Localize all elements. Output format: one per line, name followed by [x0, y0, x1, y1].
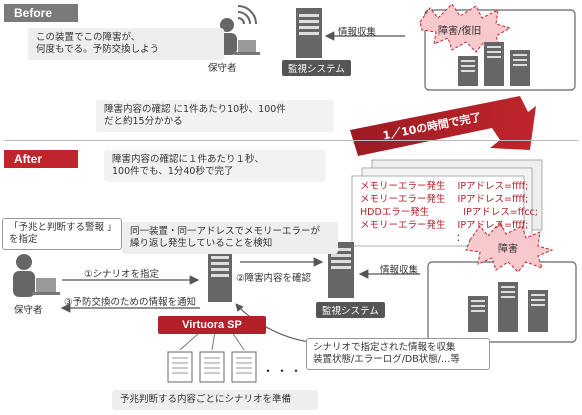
- before-time-line2: だと約15分かかる: [104, 116, 183, 127]
- failed-servers-before-icon: [458, 42, 530, 86]
- signal-icon: [237, 5, 257, 25]
- scenario-docs-icon: [167, 351, 257, 383]
- after-operator-label: 保守者: [14, 305, 43, 316]
- before-failure-label: 障害/復旧: [438, 26, 482, 37]
- before-tag: Before: [4, 4, 78, 22]
- collect-note-line1: シナリオで指定された情報を収集: [313, 342, 456, 353]
- failure-burst-before: [419, 3, 512, 53]
- after-system-label: 監視システム: [316, 302, 385, 318]
- virtuora-server-icon: [208, 250, 232, 302]
- before-time-line1: 障害内容の確認 に1件あたり10秒、100件: [104, 104, 286, 115]
- monitor-server-after-icon: [328, 242, 354, 298]
- before-time-note: 障害内容の確認 に1件あたり10秒、100件 だと約15分かかる: [96, 100, 334, 132]
- after-time-line2: 100件でも、1分40秒で完了: [112, 166, 234, 177]
- after-failure-label: 障害: [498, 244, 518, 255]
- collect-note-box: シナリオで指定された情報を収集 装置状態/エラーログ/DB状態/…等: [306, 338, 490, 370]
- before-bubble-line1: この装置でこの障害が、: [36, 32, 141, 43]
- scenario-instruction-box: 「予兆と判断する警報 」 を指定: [2, 218, 122, 250]
- log-more: ：: [456, 233, 466, 244]
- before-bubble-line2: 何度もでる。予防交換しよう: [36, 44, 160, 55]
- scenario-box-line1: 「予兆と判断する警報 」: [9, 222, 117, 233]
- scenario-box-line2: を指定: [9, 234, 38, 245]
- operator-after-icon: [13, 254, 60, 297]
- after-time-note: 障害内容の確認に１件あたり１秒、 100件でも、1分40秒で完了: [104, 150, 326, 182]
- docs-ellipsis: ・・・: [262, 364, 305, 378]
- before-collect-label: 情報収集: [338, 27, 377, 38]
- monitor-server-before-icon: [296, 8, 322, 58]
- failed-servers-after-icon: [468, 282, 548, 332]
- virtuora-sp-label: Virtuora SP: [158, 316, 266, 334]
- step2-label: ②障害内容を確認: [236, 273, 312, 284]
- step1-label: ①シナリオを指定: [84, 269, 160, 280]
- collect-note-line2: 装置状態/エラーログ/DB状態/…等: [313, 354, 460, 365]
- after-time-line1: 障害内容の確認に１件あたり１秒、: [112, 154, 265, 165]
- detect-note: 同一装置・同一アドレスでメモリーエラーが 繰り返し発生していることを検知: [122, 222, 338, 254]
- before-operator-label: 保守者: [208, 63, 237, 74]
- prepare-scenario-label: 予兆判断する内容ごとにシナリオを準備: [112, 390, 318, 410]
- after-tag: After: [4, 150, 78, 168]
- section-divider: [4, 140, 578, 141]
- before-system-label: 監視システム: [282, 60, 351, 76]
- step3-label: ③予防交換のための情報を通知: [64, 297, 197, 308]
- detect-line1: 同一装置・同一アドレスでメモリーエラーが: [130, 226, 321, 237]
- time-reduction-banner: [350, 96, 536, 156]
- before-thought-bubble: この装置でこの障害が、 何度もでる。予防交換しよう: [28, 28, 224, 60]
- failure-burst-after: [465, 221, 554, 273]
- detect-line2: 繰り返し発生していることを検知: [130, 238, 273, 249]
- after-collect-label: 情報収集: [380, 265, 419, 276]
